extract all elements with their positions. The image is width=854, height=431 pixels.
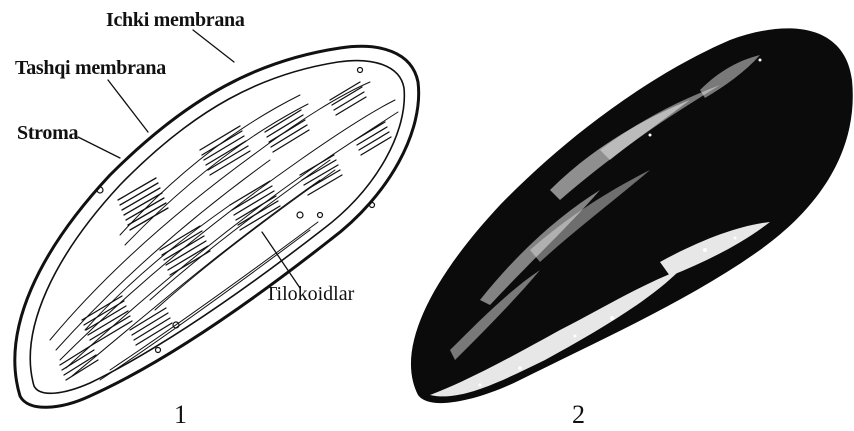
chloroplast-micrograph <box>411 28 853 403</box>
micrograph-body <box>411 28 853 403</box>
label-stroma: Stroma <box>17 123 78 143</box>
label-thylakoids: Tilokoidlar <box>265 284 354 304</box>
label-outer-membrane: Tashqi membrana <box>15 58 166 78</box>
outer-membrane-outline <box>15 46 419 407</box>
stroma-lamellae <box>50 82 398 380</box>
chloroplast-schematic <box>15 30 419 407</box>
label-inner-membrane: Ichki membrana <box>106 10 245 30</box>
panel-number-1: 1 <box>174 402 187 428</box>
panel-number-2: 2 <box>572 402 585 428</box>
